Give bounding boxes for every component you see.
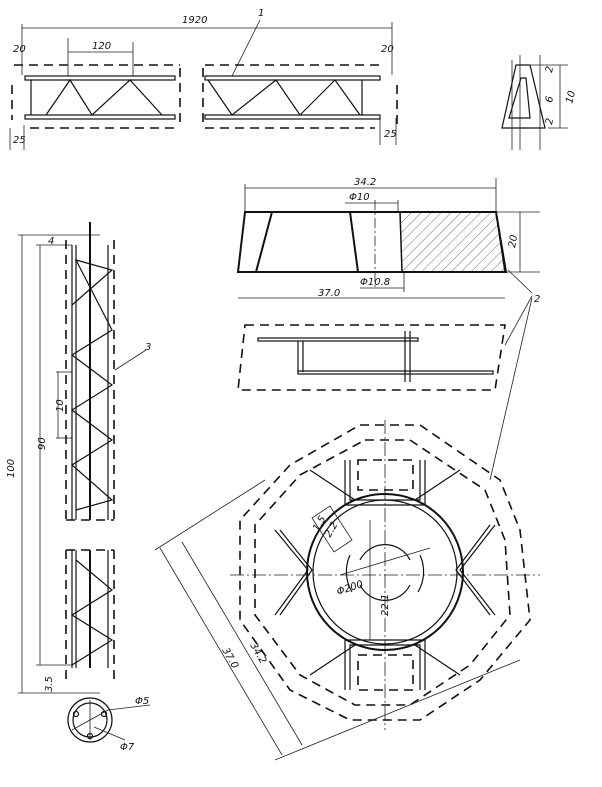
star-plan: Φ200 22.1 1.5 2.2 37.0 34.2 [154, 420, 540, 761]
column-length-label: 100 [6, 459, 17, 478]
callout-3: 3 [145, 342, 151, 353]
callout-2: 2 [534, 294, 540, 305]
inner-width-label: 34.2 [247, 641, 268, 666]
hole-bottom-diameter-label: Φ10.8 [360, 277, 390, 288]
column-end-offset-label: 3.5 [44, 676, 55, 692]
bottom-left-offset-label: 25 [13, 135, 26, 146]
bar-diameter-label: Φ5 [135, 696, 149, 707]
panel-spacing-label: 120 [92, 41, 111, 52]
column-top-offset-label: 4 [48, 236, 54, 247]
callout-1: 1 [258, 8, 264, 19]
hole-top-diameter-label: Φ10 [349, 192, 370, 203]
block-section: 34.2 Φ10 Φ10.8 37.0 20 2 [236, 177, 540, 481]
outer-width-label: 37.0 [219, 646, 240, 671]
profile-top-label: 2 [544, 65, 556, 73]
profile-height-label: 10 [564, 90, 578, 105]
bottom-right-offset-label: 25 [384, 129, 397, 140]
block-reinforcement-plan [237, 324, 506, 391]
top-right-offset-label: 20 [381, 44, 394, 55]
star-arms [274, 460, 496, 690]
profile-middle-label: 6 [544, 95, 556, 103]
ring-diameter-label: Φ200 [336, 579, 365, 598]
spiral-pitch-label: 10 [55, 399, 66, 412]
column-inner-length-label: 90 [37, 437, 48, 450]
column-elevation: 100 90 4 10 3.5 3 [6, 222, 151, 694]
top-left-offset-label: 20 [13, 44, 26, 55]
ring-radius-label: 22.1 [380, 594, 391, 616]
beam-length-label: 1920 [182, 15, 207, 26]
profile-bottom-label: 2 [544, 117, 556, 125]
beam-profile: 10 2 6 2 [501, 55, 578, 150]
column-cross-section: Φ5 Φ7 [67, 696, 151, 753]
beam-elevation: 1920 120 20 20 25 25 1 [9, 8, 398, 150]
spiral-diameter-label: Φ7 [120, 742, 135, 753]
section-height-label: 20 [507, 234, 520, 248]
section-top-width-label: 34.2 [354, 177, 376, 188]
section-bottom-width-label: 37.0 [318, 288, 340, 299]
